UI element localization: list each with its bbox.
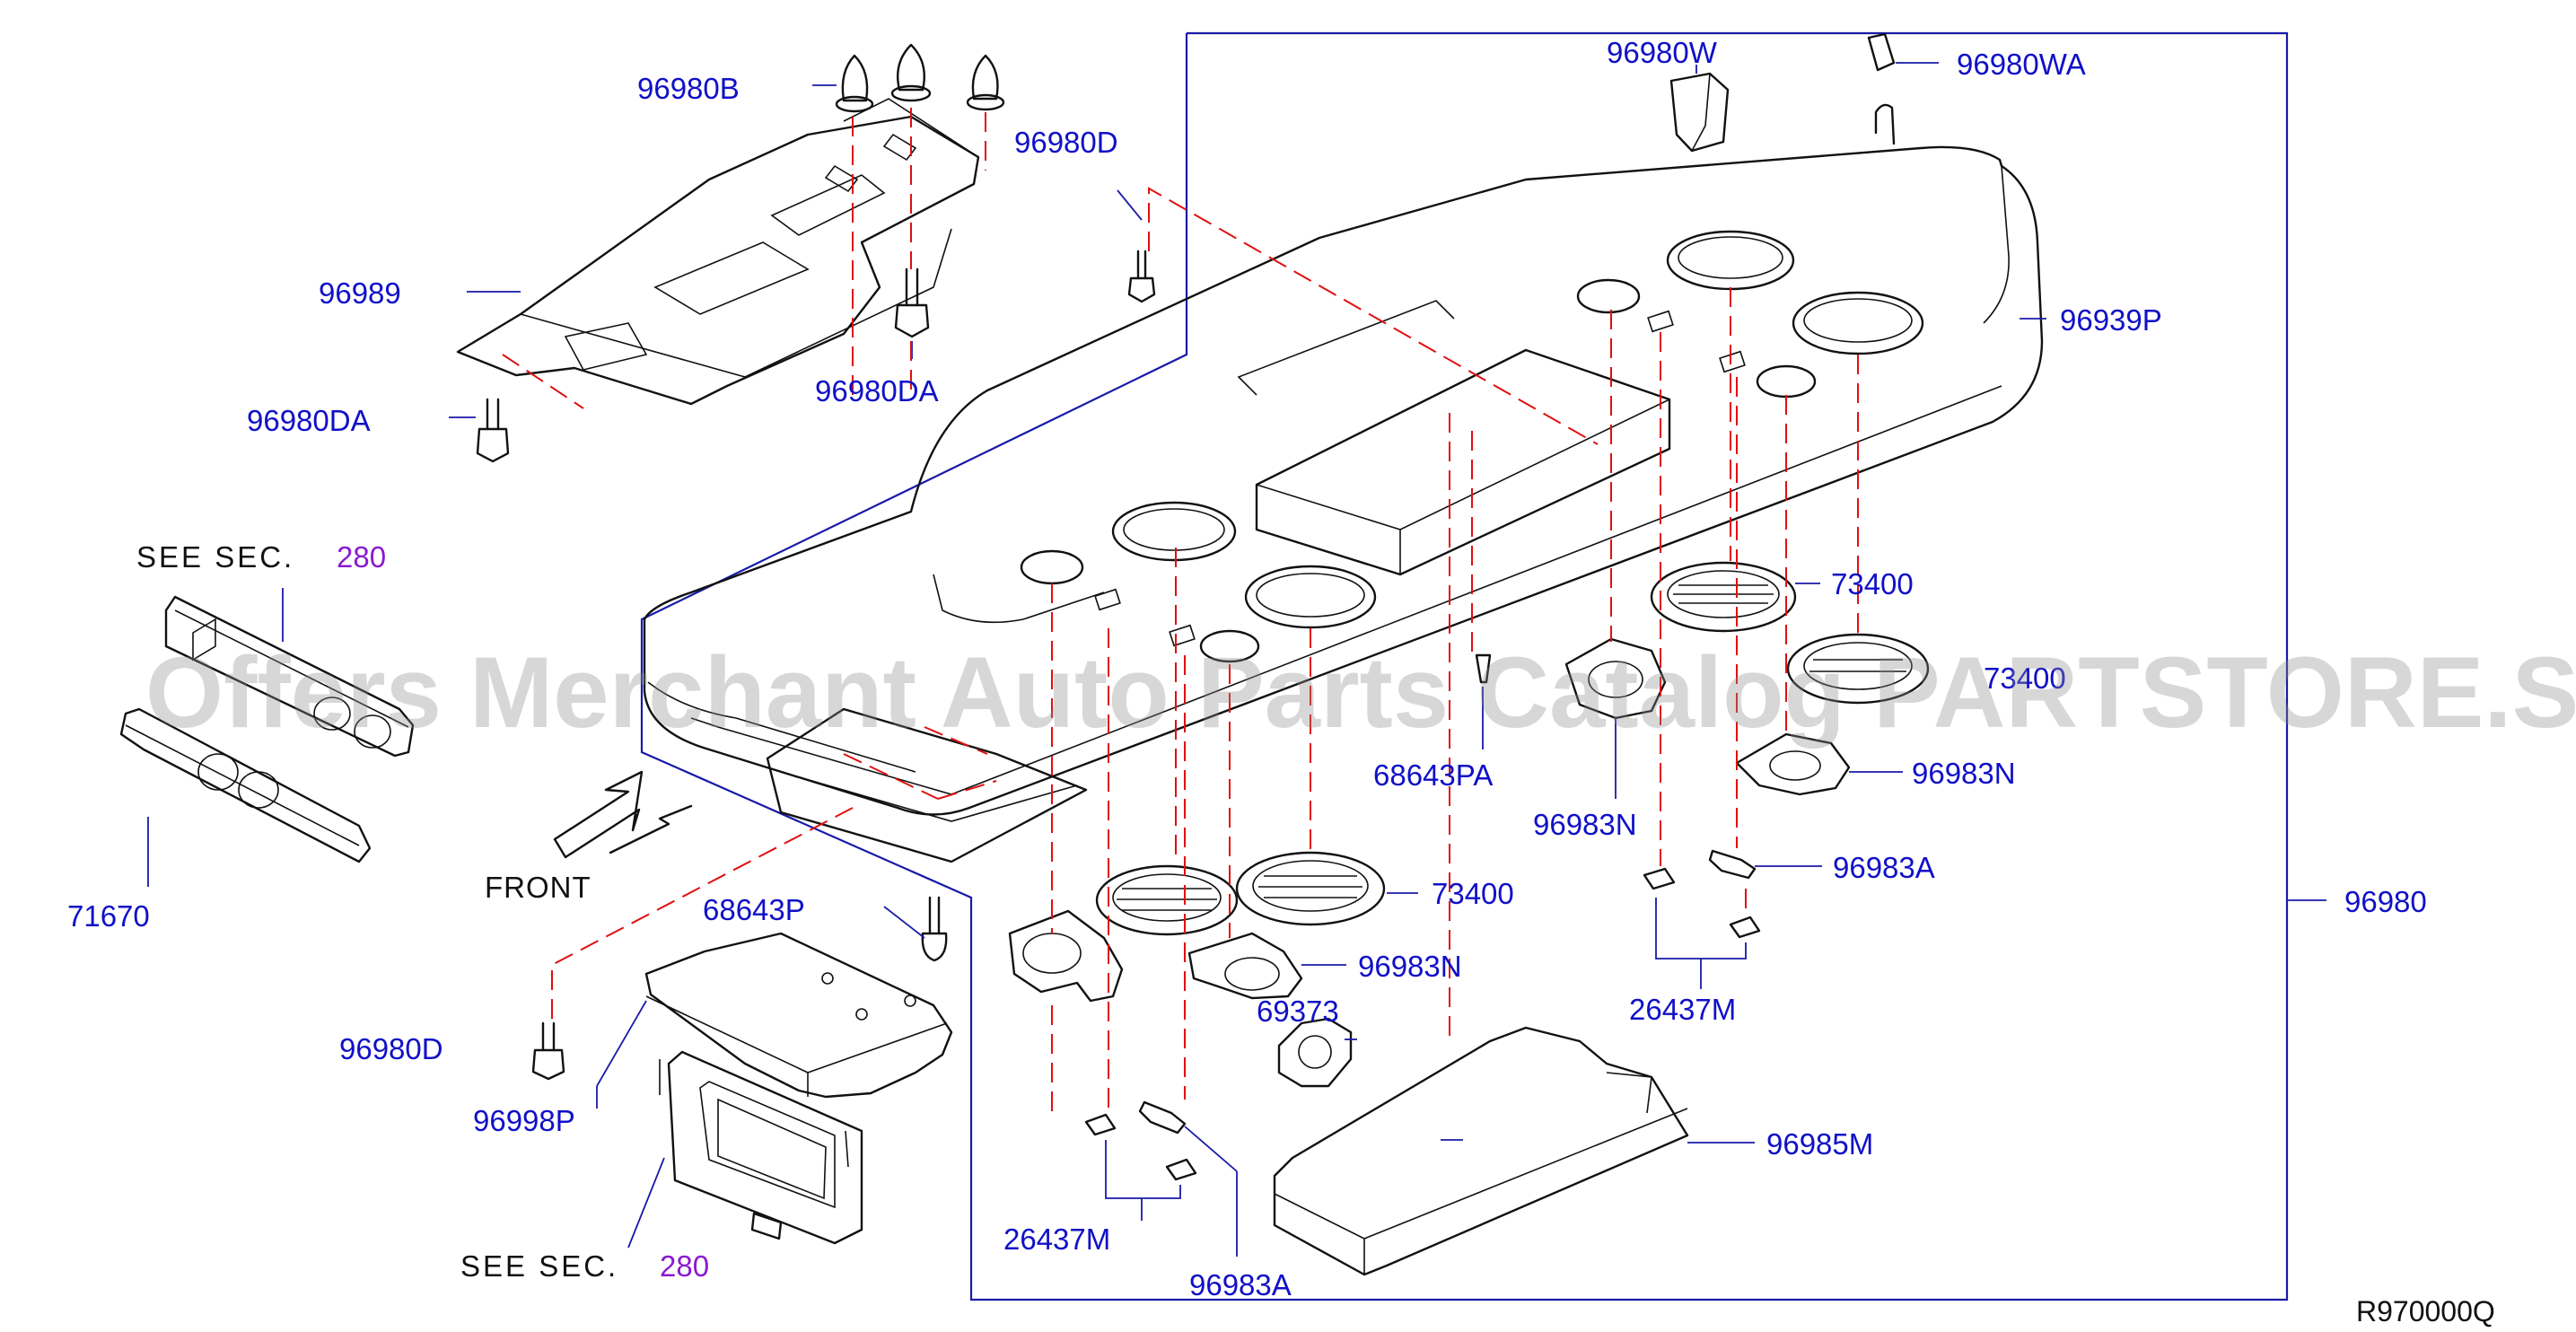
label-96983N-mid: 96983N [1358, 950, 1462, 983]
roof-console-housing [643, 103, 2044, 863]
lamp-housing-96983N-right [1735, 732, 1903, 796]
assembly-frame [640, 31, 2326, 1301]
bolt-96980D-bottom [531, 1021, 565, 1081]
screw-68643PA [1475, 653, 1492, 749]
label-96983A-left: 96983A [1189, 1268, 1292, 1301]
label-96939P: 96939P [2060, 303, 2162, 337]
label-96980D-top: 96980D [1014, 126, 1118, 159]
label-96980DA-left: 96980DA [247, 404, 371, 437]
label-96980B: 96980B [637, 72, 740, 105]
label-96980W: 96980W [1607, 36, 1718, 69]
panel-71670 [119, 707, 372, 887]
bulb-26437M-left [1084, 1113, 1197, 1221]
bulb-26437M-right [1643, 867, 1761, 989]
label-96983N-right: 96983N [1912, 757, 2016, 790]
clip-96980W [1669, 65, 1730, 153]
label-68643PA: 68643PA [1373, 758, 1493, 792]
control-panel-see-sec [164, 588, 415, 758]
watermark-text: Offers Merchant Auto Parts Catalog PARTS… [145, 636, 2576, 749]
label-96980: 96980 [2344, 885, 2427, 918]
see-sec-bottom-number: 280 [660, 1249, 709, 1283]
bracket-96989 [456, 98, 980, 406]
see-sec-top-number: 280 [337, 540, 386, 574]
leader-lines [467, 291, 2046, 1141]
label-96989: 96989 [319, 276, 401, 310]
storage-box-96985M [1273, 1026, 1755, 1276]
label-73400-lower: 73400 [1432, 877, 1514, 910]
label-71670: 71670 [67, 899, 150, 933]
see-sec-top-text: SEE SEC. [136, 540, 294, 574]
label-96980DA-mid: 96980DA [815, 374, 939, 407]
label-26437M-right: 26437M [1629, 993, 1736, 1026]
label-26437M-left: 26437M [1003, 1222, 1110, 1256]
lamp-housing-96983N-left [1008, 909, 1124, 1003]
bolt-96980DA-left [449, 398, 510, 463]
label-96985M: 96985M [1766, 1127, 1873, 1161]
bolt-96980D-top [1117, 189, 1156, 303]
see-sec-bottom-text: SEE SEC. [460, 1249, 618, 1283]
vent-73400-lower-left [1095, 864, 1239, 936]
screw-68643P [883, 896, 948, 962]
vent-73400-right [1786, 633, 1930, 705]
switch-69373 [1277, 1017, 1357, 1088]
vent-73400-upper [1650, 561, 1820, 633]
label-96980WA: 96980WA [1957, 48, 2086, 81]
diagram-reference-code: R970000Q [2356, 1295, 2495, 1328]
label-96980D-bottom: 96980D [339, 1032, 443, 1065]
bulb-96983A-left [1138, 1100, 1238, 1257]
screen-module [627, 1050, 863, 1249]
lamp-housing-96983N-mid [1187, 932, 1346, 1000]
front-arrow-icon [553, 770, 693, 859]
vent-73400-lower [1235, 851, 1418, 926]
label-69373: 69373 [1257, 995, 1339, 1028]
label-73400-right: 73400 [1984, 662, 2066, 695]
label-73400-upper: 73400 [1831, 567, 1914, 600]
clip-96980B [812, 43, 1005, 113]
label-front: FRONT [485, 871, 591, 904]
lamp-housing-96983N-upper [1564, 637, 1667, 799]
label-96998P: 96998P [473, 1104, 575, 1137]
part-labels: 96980B 96980D 96989 96980DA 96980DA 9698… [67, 36, 2495, 1328]
bulb-96983A-right [1708, 849, 1822, 880]
assembly-guide-lines [502, 108, 1859, 1113]
label-96983N-upper: 96983N [1533, 808, 1637, 841]
bracket-96998P [596, 932, 953, 1109]
clip-96980WA [1867, 32, 1939, 72]
label-96983A-right: 96983A [1833, 851, 1935, 884]
label-68643P: 68643P [703, 893, 805, 926]
